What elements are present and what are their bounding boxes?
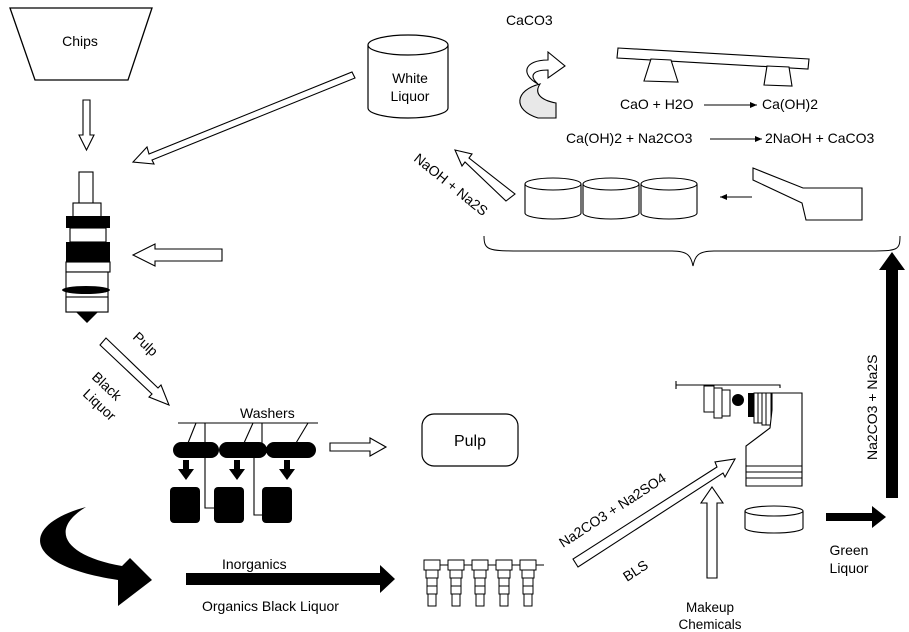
smelt-to-recovery-arrow: [572, 458, 737, 568]
white-liquor-tank: White Liquor: [367, 34, 449, 119]
black-liquor-to-evaporators-arrow: [186, 565, 395, 593]
recovery-boiler: [675, 381, 803, 487]
naoh-na2s-label: NaOH + Na2S: [411, 150, 491, 219]
na2co3-na2s-label: Na2CO3 + Na2S: [864, 355, 880, 460]
chips-hopper: Chips: [9, 7, 153, 81]
washers: [170, 422, 318, 523]
white-liquor-label-2: Liquor: [391, 88, 430, 104]
green-liquor-label-2: Liquor: [830, 560, 869, 576]
reaction-2-right: 2NaOH + CaCO3: [765, 130, 875, 146]
evaporators: [423, 559, 544, 607]
green-liquor-label-1: Green: [830, 542, 869, 558]
chips-label: Chips: [62, 33, 98, 49]
caco3-label: CaCO3: [506, 12, 553, 28]
organics-black-liquor-label: Organics Black Liquor: [202, 598, 339, 614]
makeup-chemicals-arrow: [699, 486, 725, 579]
causticizer-tanks: [524, 177, 698, 220]
black-liquor-return-arrow: [40, 507, 152, 606]
washers-label: Washers: [240, 405, 295, 421]
evaporator-effect: [423, 559, 448, 607]
naoh-na2s-arrow: [454, 149, 516, 202]
lime-kiln: [616, 47, 810, 87]
white-liquor-label-1: White: [392, 70, 428, 86]
green-liquor-arrow: [826, 506, 886, 528]
evaporator-effect: [447, 559, 472, 607]
digester: [62, 171, 111, 323]
pulp-black-liquor-arrow: [99, 337, 170, 406]
evaporator-effect: [495, 559, 520, 607]
evaporator-effect: [471, 559, 496, 607]
makeup-label-2: Chemicals: [678, 617, 741, 632]
green-liquor-up-arrow: [879, 252, 905, 498]
reaction-1-left: CaO + H2O: [620, 96, 694, 112]
pulp-box-label: Pulp: [454, 433, 486, 450]
liquor-into-digester-arrow: [131, 243, 223, 267]
evaporator-effect: [519, 559, 544, 607]
washers-to-pulp-arrow: [329, 437, 388, 457]
caco3-recycle-arrow: [519, 50, 566, 119]
bls-label: BLS: [620, 557, 651, 585]
pulp-arrow-label: Pulp: [130, 328, 162, 359]
smelt-dissolving-tank: [744, 505, 804, 534]
slaking-reaction: CaO + H2O Ca(OH)2: [620, 96, 818, 112]
recausticizing-brace: [483, 235, 901, 267]
reaction-2-left: Ca(OH)2 + Na2CO3: [566, 130, 693, 146]
causticizing-reaction: Ca(OH)2 + Na2CO3 2NaOH + CaCO3: [566, 130, 875, 146]
clarifier: [752, 167, 863, 221]
makeup-label-1: Makeup: [686, 600, 734, 615]
inorganics-label: Inorganics: [222, 556, 287, 572]
reaction-1-right: Ca(OH)2: [762, 96, 818, 112]
white-liquor-to-digester-arrow: [131, 71, 356, 165]
pulp-box: Pulp: [421, 413, 519, 467]
chips-down-arrow: [78, 99, 95, 152]
